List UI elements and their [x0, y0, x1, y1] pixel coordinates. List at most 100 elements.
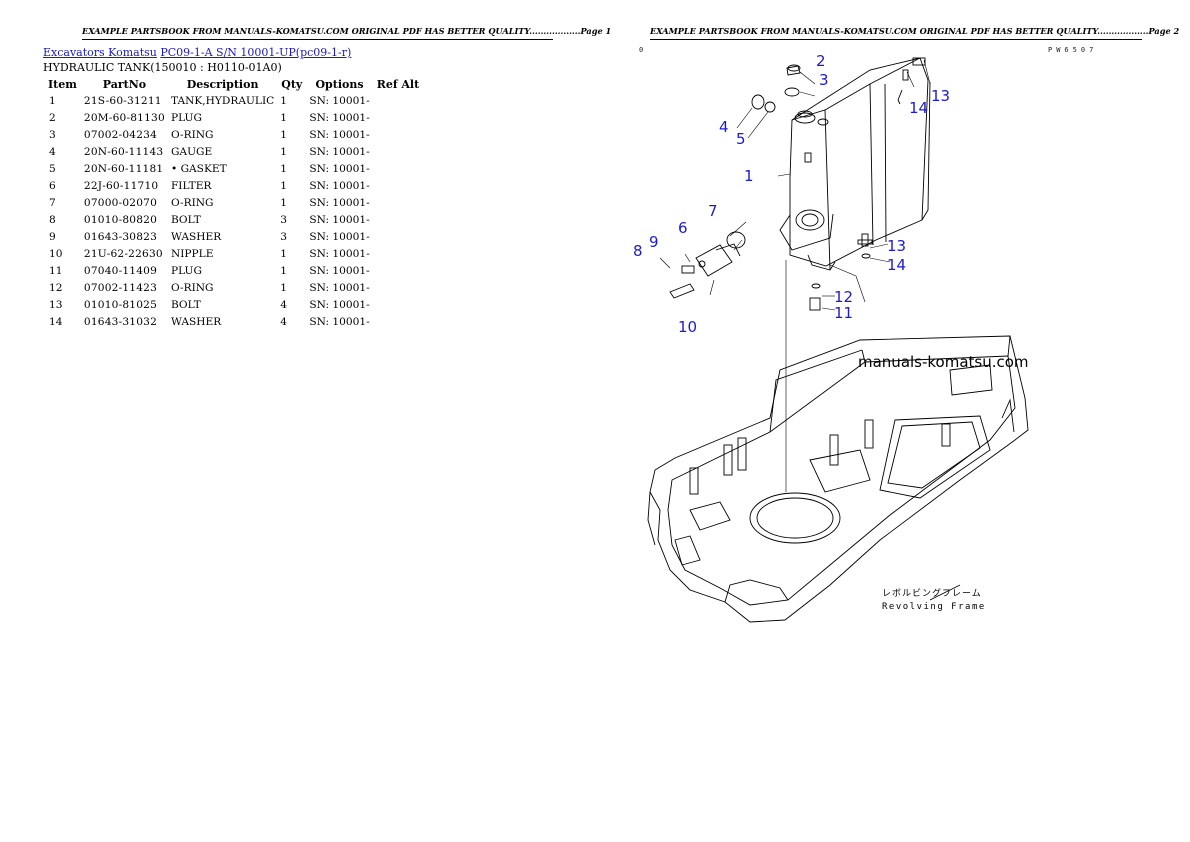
section-title: HYDRAULIC TANK(150010 : H0110-01A0) — [43, 61, 282, 74]
col-description-header: Description — [186, 78, 259, 91]
description-cell: NIPPLE — [170, 247, 214, 260]
qty-cell: 1 — [280, 128, 287, 141]
col-qty-header: Qty — [281, 78, 303, 91]
qty-cell: 1 — [280, 162, 287, 175]
partno-cell: 21S-60-31211 — [83, 94, 162, 107]
qty-cell: 1 — [280, 179, 287, 192]
options-cell: SN: 10001- — [309, 128, 370, 141]
qty-cell: 1 — [280, 111, 287, 124]
options-cell: SN: 10001- — [309, 315, 370, 328]
qty-cell: 1 — [280, 264, 287, 277]
page-mark: 0 — [639, 46, 644, 54]
partno-cell: 01010-80820 — [83, 213, 158, 226]
description-cell: PLUG — [170, 111, 202, 124]
refalt-cell — [373, 160, 424, 177]
partno-cell: 07000-02070 — [83, 196, 158, 209]
item-cell: 13 — [49, 298, 63, 311]
refalt-cell — [373, 194, 424, 211]
page-banner: EXAMPLE PARTSBOOK FROM MANUALS-KOMATSU.C… — [82, 26, 611, 40]
item-cell: 4 — [49, 145, 56, 158]
partno-cell: 22J-60-11710 — [83, 179, 159, 192]
refalt-cell — [373, 109, 424, 126]
partno-cell: 20N-60-11181 — [83, 162, 164, 175]
col-refalt-header: Ref Alt — [376, 78, 420, 91]
callout-12: 12 — [834, 288, 853, 306]
partno-cell: 21U-62-22630 — [83, 247, 163, 260]
description-cell: TANK,HYDRAULIC — [170, 94, 275, 107]
callout-1: 1 — [744, 167, 754, 185]
qty-cell: 1 — [280, 94, 287, 107]
refalt-cell — [373, 92, 424, 109]
partno-cell: 07040-11409 — [83, 264, 158, 277]
frame-label-japanese: レボルビングフレーム — [882, 587, 982, 599]
callout-10: 10 — [678, 318, 697, 336]
qty-cell: 1 — [280, 196, 287, 209]
callout-13-top: 13 — [931, 87, 950, 105]
item-cell: 5 — [49, 162, 56, 175]
item-cell: 6 — [49, 179, 56, 192]
leader-lines — [659, 59, 931, 492]
description-cell: O-RING — [170, 128, 214, 141]
item-cell: 10 — [49, 247, 63, 260]
item-cell: 9 — [49, 230, 56, 243]
partno-cell: 01010-81025 — [83, 298, 158, 311]
item-cell: 3 — [49, 128, 56, 141]
options-cell: SN: 10001- — [309, 145, 370, 158]
refalt-cell — [373, 177, 424, 194]
partno-cell: 20N-60-11143 — [83, 145, 164, 158]
hydraulic-tank-drawing — [779, 57, 931, 271]
description-cell: BOLT — [170, 298, 201, 311]
partno-cell: 20M-60-81130 — [83, 111, 165, 124]
col-partno-header: PartNo — [102, 78, 147, 91]
item-cell: 2 — [49, 111, 56, 124]
callout-9: 9 — [649, 233, 659, 251]
qty-cell: 1 — [280, 145, 287, 158]
callout-7: 7 — [708, 202, 718, 220]
table-row: 4 20N-60-11143 GAUGE 1 SN: 10001- — [44, 143, 423, 160]
options-cell: SN: 10001- — [309, 298, 370, 311]
table-row: 13 01010-81025 BOLT 4 SN: 10001- — [44, 296, 423, 313]
options-cell: SN: 10001- — [309, 94, 370, 107]
breadcrumb: Excavators Komatsu PC09-1-A S/N 10001-UP… — [43, 46, 351, 59]
breadcrumb-model-link[interactable]: PC09-1-A S/N 10001-UP(pc09-1-r) — [160, 46, 352, 59]
qty-cell: 4 — [280, 298, 287, 311]
description-cell: PLUG — [170, 264, 202, 277]
qty-cell: 4 — [280, 315, 287, 328]
item-cell: 1 — [49, 94, 56, 107]
revolving-frame-drawing — [647, 335, 1029, 623]
breadcrumb-category-link[interactable]: Excavators Komatsu — [43, 46, 157, 59]
frame-label-english: Revolving Frame — [882, 602, 986, 612]
options-cell: SN: 10001- — [309, 264, 370, 277]
callout-3: 3 — [819, 71, 829, 89]
refalt-cell — [373, 296, 424, 313]
refalt-cell — [373, 245, 424, 262]
callout-8: 8 — [633, 242, 643, 260]
col-item-header: Item — [48, 78, 77, 91]
partno-cell: 07002-11423 — [83, 281, 158, 294]
page-banner: EXAMPLE PARTSBOOK FROM MANUALS-KOMATSU.C… — [650, 26, 1179, 40]
refalt-cell — [373, 262, 424, 279]
description-cell: WASHER — [170, 315, 222, 328]
item-cell: 12 — [49, 281, 63, 294]
callout-14-lower: 14 — [887, 256, 906, 274]
qty-cell: 3 — [280, 230, 287, 243]
refalt-cell — [373, 228, 424, 245]
description-cell: WASHER — [170, 230, 222, 243]
refalt-cell — [373, 313, 424, 330]
callout-5: 5 — [736, 130, 746, 148]
table-row: 1 21S-60-31211 TANK,HYDRAULIC 1 SN: 10001- — [44, 92, 423, 109]
partno-cell: 01643-30823 — [83, 230, 158, 243]
refalt-cell — [373, 211, 424, 228]
item-cell: 14 — [49, 315, 63, 328]
parts-table: Item PartNo Description Qty Options Ref … — [44, 77, 423, 330]
description-cell: GAUGE — [170, 145, 213, 158]
options-cell: SN: 10001- — [309, 247, 370, 260]
callout-labels: 1 2 3 4 5 6 7 8 9 10 11 12 13 14 13 14 — [633, 52, 950, 336]
